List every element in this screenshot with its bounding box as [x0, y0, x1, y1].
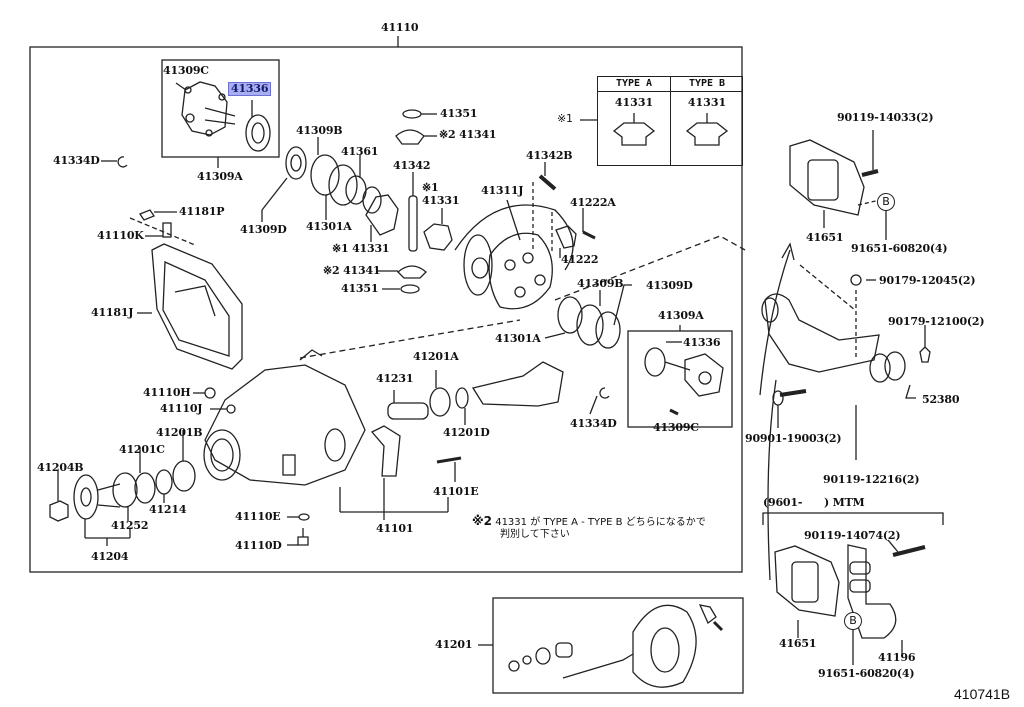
part-label-41252[interactable]: 41252	[111, 519, 149, 532]
part-label-41301a-right[interactable]: 41301A	[495, 332, 541, 345]
part-label-41101e[interactable]: 41101E	[433, 485, 479, 498]
part-label-41309a-right[interactable]: 41309A	[658, 309, 704, 322]
note-line-1: 41331 が TYPE A - TYPE B どちらになるかで	[495, 517, 706, 528]
part-label-90179-12045[interactable]: 90179-12045(2)	[879, 274, 976, 287]
type-b-column: TYPE B 41331	[671, 77, 743, 165]
diagram-reference-code: 410741B	[954, 686, 1011, 702]
part-label-41201a[interactable]: 41201A	[413, 350, 459, 363]
type-b-pinion-icon	[685, 113, 729, 146]
part-label-41201b[interactable]: 41201B	[156, 426, 203, 439]
part-label-41196[interactable]: 41196	[878, 651, 916, 664]
part-label-41331-mid-marker: ※1	[422, 181, 439, 194]
part-label-41341-low[interactable]: ※2 41341	[323, 264, 381, 277]
part-label-41110h[interactable]: 41110H	[143, 386, 191, 399]
part-label-41331-low[interactable]: ※1 41331	[332, 242, 390, 255]
type-b-header: TYPE B	[671, 77, 743, 92]
part-label-41309d-right[interactable]: 41309D	[646, 279, 693, 292]
part-label-41110j[interactable]: 41110J	[160, 402, 203, 415]
part-label-90179-12100[interactable]: 90179-12100(2)	[888, 315, 985, 328]
part-label-41334d-right[interactable]: 41334D	[570, 417, 617, 430]
part-label-41110[interactable]: 41110	[381, 21, 419, 34]
type-a-column: TYPE A 41331	[598, 77, 671, 165]
part-label-41309d-left[interactable]: 41309D	[240, 223, 287, 236]
part-label-90901-19003[interactable]: 90901-19003(2)	[745, 432, 842, 445]
part-label-41110d[interactable]: 41110D	[235, 539, 282, 552]
part-label-41181j[interactable]: 41181J	[91, 306, 134, 319]
part-label-41222a[interactable]: 41222A	[570, 196, 616, 209]
note-marker: ※2	[472, 514, 493, 528]
part-label-41651-low[interactable]: 41651	[779, 637, 817, 650]
part-label-41342[interactable]: 41342	[393, 159, 431, 172]
part-label-41231[interactable]: 41231	[376, 372, 414, 385]
part-label-90119-14074[interactable]: 90119-14074(2)	[804, 529, 901, 542]
part-label-41341-top[interactable]: ※2 41341	[439, 128, 497, 141]
part-label-41309c-right[interactable]: 41309C	[653, 421, 699, 434]
part-label-41301a-left[interactable]: 41301A	[306, 220, 352, 233]
part-label-41204b[interactable]: 41204B	[37, 461, 84, 474]
part-label-41336-right[interactable]: 41336	[683, 336, 721, 349]
part-label-91651-60820-low[interactable]: 91651-60820(4)	[818, 667, 915, 680]
type-b-part[interactable]: 41331	[687, 96, 727, 109]
part-label-41110e[interactable]: 41110E	[235, 510, 281, 523]
type-a-part[interactable]: 41331	[614, 96, 654, 109]
main-assembly-frame	[29, 46, 743, 573]
fastener-group-b-marker-top: B	[877, 193, 895, 211]
part-label-41222[interactable]: 41222	[561, 253, 599, 266]
fastener-group-b-marker-low: B	[844, 612, 862, 630]
type-selection-note: ※2 41331 が TYPE A - TYPE B どちらになるかで 判別して…	[472, 515, 706, 541]
part-label-41334d-left[interactable]: 41334D	[53, 154, 100, 167]
part-label-41201d[interactable]: 41201D	[443, 426, 490, 439]
part-label-41309c-top[interactable]: 41309C	[163, 64, 209, 77]
part-label-90119-14033[interactable]: 90119-14033(2)	[837, 111, 934, 124]
part-label-41201[interactable]: 41201	[435, 638, 473, 651]
part-label-41201c[interactable]: 41201C	[119, 443, 165, 456]
variant-label-9601-mtm: (9601- ) MTM	[763, 496, 865, 509]
part-label-41311j[interactable]: 41311J	[481, 184, 524, 197]
subassembly-box-41309a	[161, 59, 280, 158]
part-label-41309b-left[interactable]: 41309B	[296, 124, 343, 137]
part-label-41309a-top[interactable]: 41309A	[197, 170, 243, 183]
part-label-52380[interactable]: 52380	[922, 393, 960, 406]
part-label-41181p[interactable]: 41181P	[179, 205, 225, 218]
part-label-90119-12216[interactable]: 90119-12216(2)	[823, 473, 920, 486]
type-a-b-table: TYPE A 41331 TYPE B 41331	[597, 76, 743, 166]
type-a-pinion-icon	[612, 113, 656, 146]
part-label-41351-low[interactable]: 41351	[341, 282, 379, 295]
part-label-91651-60820-top[interactable]: 91651-60820(4)	[851, 242, 948, 255]
part-label-41309b-right[interactable]: 41309B	[577, 277, 624, 290]
part-label-41336-highlighted[interactable]: 41336	[228, 82, 272, 96]
part-label-41214[interactable]: 41214	[149, 503, 187, 516]
part-label-41204[interactable]: 41204	[91, 550, 129, 563]
part-label-41342b[interactable]: 41342B	[526, 149, 573, 162]
part-label-41101[interactable]: 41101	[376, 522, 414, 535]
part-label-41331-mid-number: 41331	[422, 194, 460, 207]
part-label-41361[interactable]: 41361	[341, 145, 379, 158]
part-label-41351-top[interactable]: 41351	[440, 107, 478, 120]
part-label-41110k[interactable]: 41110K	[97, 229, 144, 242]
note-line-2: 判別して下さい	[500, 529, 570, 540]
part-label-41651-top[interactable]: 41651	[806, 231, 844, 244]
type-table-marker: ※1	[557, 112, 573, 125]
type-a-header: TYPE A	[598, 77, 670, 92]
